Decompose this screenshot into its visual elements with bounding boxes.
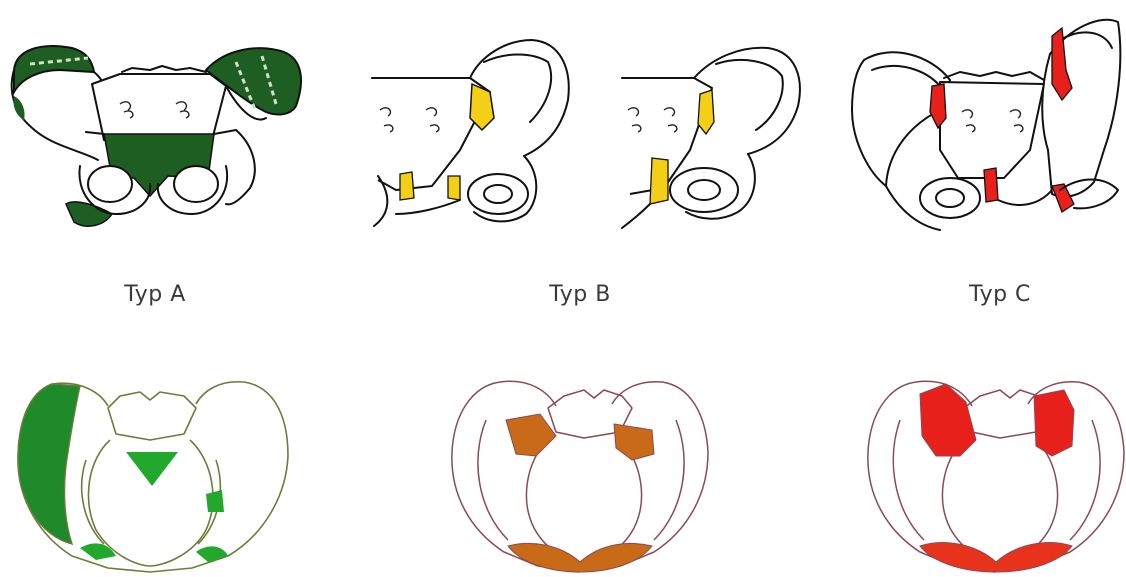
- typ-c-top-pelvis: [852, 20, 1120, 230]
- typ-c-left-si-red: [930, 84, 946, 128]
- caption-typ-b: Typ B: [470, 282, 690, 307]
- typ-c-bottom-ischial-red: [920, 543, 1072, 572]
- typ-b-bottom-ischial-orange: [508, 543, 652, 572]
- typ-a-bottom-tuber-green-left: [80, 543, 116, 560]
- typ-b-bottom-left-si-orange: [506, 414, 556, 456]
- typ-c-bottom-left-iliac-red: [920, 384, 976, 456]
- typ-b-right-si-joint-yellow: [698, 90, 714, 134]
- typ-b-top-pelvis-right: [622, 48, 800, 228]
- typ-c-pubic-red: [984, 168, 998, 202]
- typ-b-left-pubic-yellow-2: [448, 176, 460, 200]
- typ-a-bottom-sacral-green: [126, 452, 178, 486]
- typ-a-bottom-tuber-green-right: [196, 546, 228, 562]
- typ-b-right-pubic-yellow: [650, 158, 668, 204]
- typ-a-bottom-iliac-wing-green: [18, 384, 80, 544]
- typ-a-bottom-ischial-green-right: [206, 490, 224, 512]
- typ-a-left-iliac-wing: [14, 46, 94, 92]
- typ-a-top-pelvis: [12, 46, 301, 226]
- typ-b-top-pelvis-left: [372, 40, 569, 226]
- typ-b-bottom-right-si-orange: [614, 424, 654, 460]
- typ-c-bottom-right-iliac-red: [1034, 390, 1074, 456]
- typ-a-bottom-pelvis: [18, 382, 288, 572]
- typ-b-bottom-pelvis: [452, 381, 708, 572]
- caption-typ-a: Typ A: [45, 282, 265, 307]
- typ-c-bottom-pelvis: [868, 381, 1124, 572]
- typ-a-left-ischium-patch: [66, 202, 112, 226]
- typ-b-left-pubic-yellow: [400, 172, 414, 200]
- caption-typ-c: Typ C: [890, 282, 1110, 307]
- typ-a-left-edge-patch: [13, 96, 24, 120]
